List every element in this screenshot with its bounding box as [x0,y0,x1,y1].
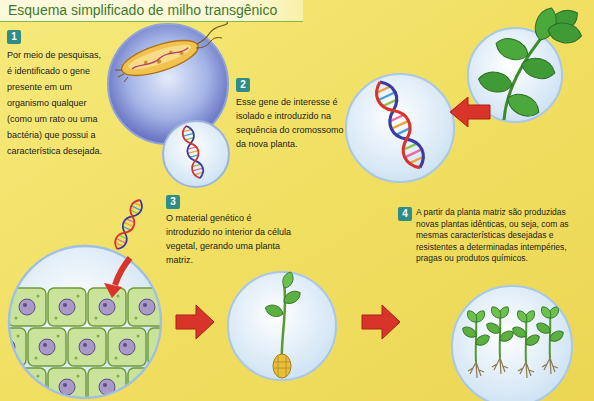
flow-arrow [104,258,130,298]
flow-arrow [176,305,214,339]
cell-circle [0,246,186,401]
step-number: 1 [7,30,21,44]
flow-arrow [362,305,400,339]
step-number: 4 [398,207,412,221]
step-description: O material genético é introduzido no int… [166,211,294,267]
step-description: Esse gene de interesse é isolado e intro… [236,95,344,151]
step-number: 2 [236,78,250,92]
number-text: 4 [402,208,408,219]
step-description: Por meio de pesquisas, é identificado o … [7,47,107,159]
dna-circle [346,74,454,182]
seedling-circle [228,270,336,380]
plants-circle [452,286,572,401]
dna-circle [163,121,229,187]
diagram-title: Esquema simplificado de milho transgênic… [0,0,303,22]
number-text: 1 [11,31,17,42]
flow-arrow [450,97,490,127]
step-number: 3 [166,195,180,209]
dna-strand [112,198,145,252]
number-text: 3 [170,196,176,207]
plant-circle [468,5,583,122]
step-description: A partir da planta matriz são produzidas… [416,207,588,265]
number-text: 2 [240,79,246,90]
